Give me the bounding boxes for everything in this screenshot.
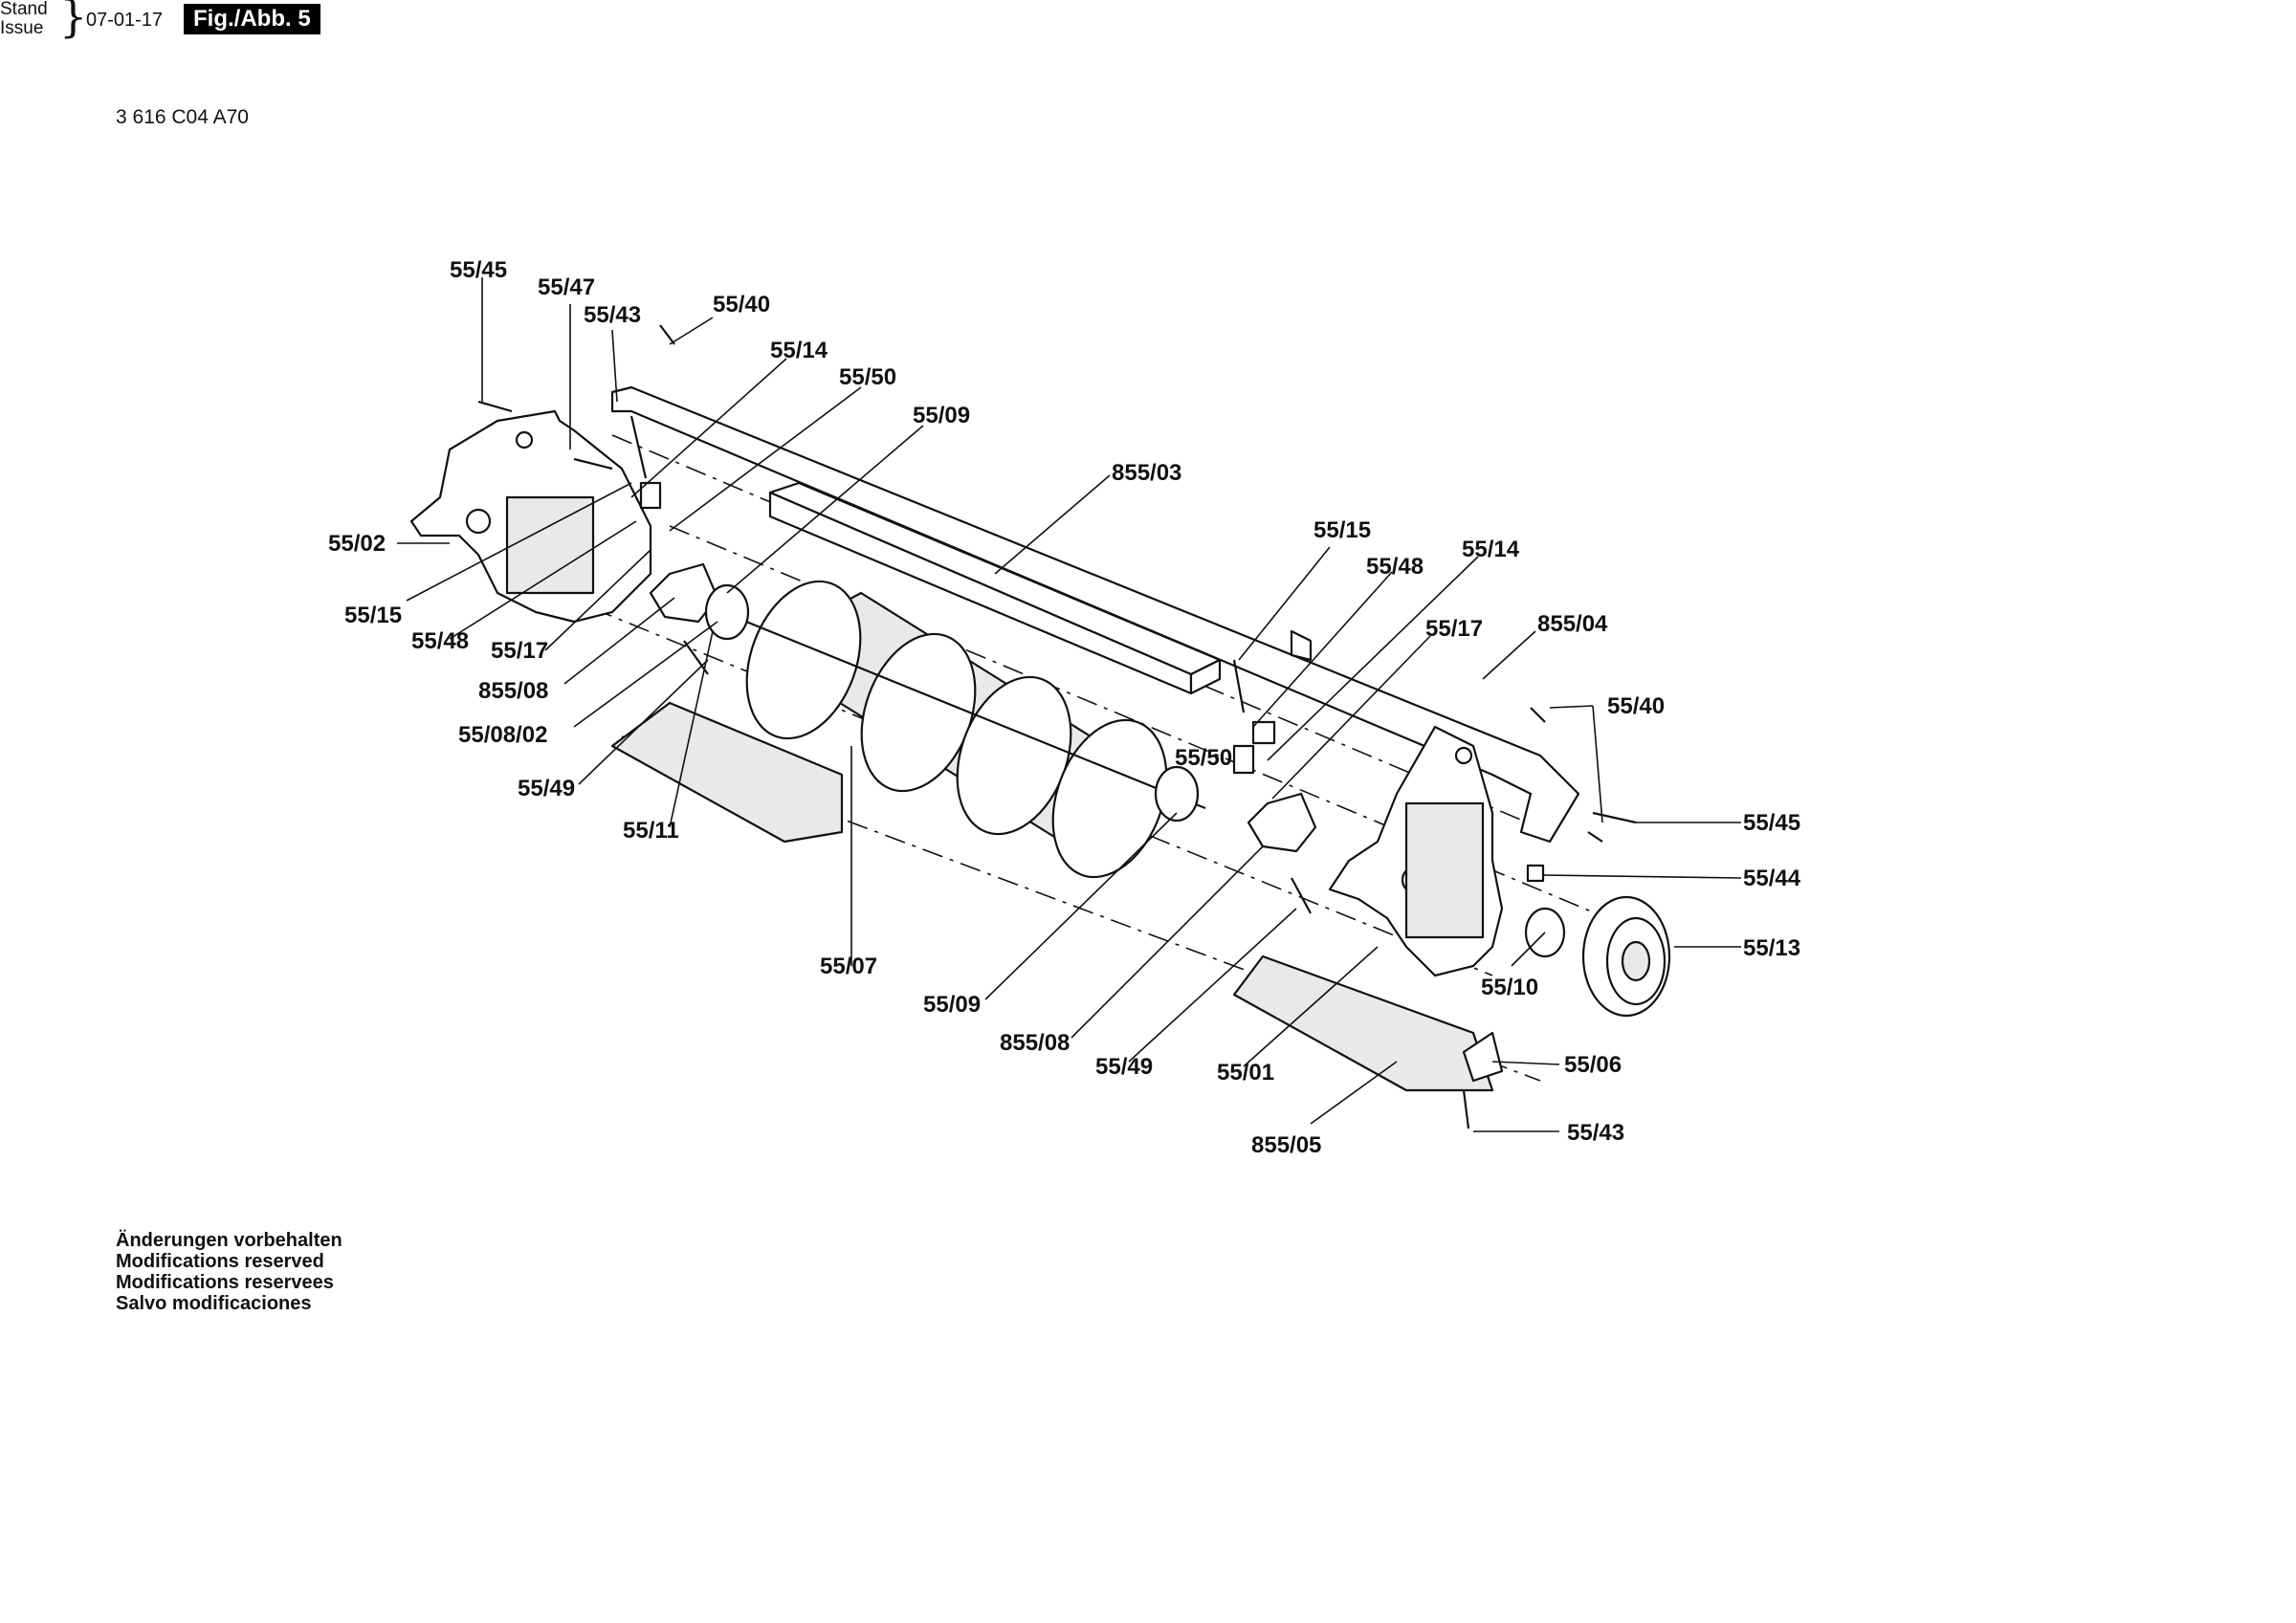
screws: [477, 324, 1637, 1130]
callout-label: 855/05: [1251, 1132, 1321, 1158]
note-spanish: Salvo modificaciones: [116, 1293, 312, 1314]
brace-glyph: }: [59, 0, 88, 42]
callout-label: 55/44: [1743, 866, 1801, 891]
right-side-plate: [1328, 725, 1504, 977]
callout-label: 55/06: [1564, 1052, 1622, 1078]
callout-label: 55/07: [820, 954, 877, 979]
callout-label: 55/15: [1314, 517, 1371, 543]
note-english: Modifications reserved: [116, 1251, 324, 1272]
callout-label: 55/15: [344, 603, 402, 628]
callout-label: 55/13: [1743, 935, 1800, 961]
modification-notes: Änderungen vorbehalten Modifications res…: [116, 1230, 342, 1314]
bottom-bar-left: [610, 701, 844, 844]
callout-label: 55/11: [623, 818, 679, 844]
drive-wheel: [1581, 895, 1671, 1018]
callout-label: 855/03: [1112, 460, 1181, 486]
top-cross-bar: [768, 481, 1222, 695]
callout-label: 55/09: [923, 992, 981, 1018]
callout-label: 55/17: [491, 638, 548, 664]
callout-labels: 55/45 55/47 55/43 55/40 55/14 55/50 55/0…: [328, 257, 1801, 1158]
callout-label: 55/14: [770, 338, 828, 363]
callout-label: 55/17: [1425, 616, 1483, 642]
callout-label: 55/45: [1743, 810, 1800, 836]
callout-label: 55/50: [839, 364, 896, 390]
note-german: Änderungen vorbehalten: [116, 1230, 342, 1251]
issue-date: 07-01-17: [86, 10, 164, 31]
figure-badge: Fig./Abb. 5: [184, 4, 320, 34]
callout-label: 55/48: [1366, 554, 1424, 580]
stand-label: Stand: [0, 0, 48, 19]
callout-label: 55/49: [1095, 1054, 1153, 1080]
callout-label: 855/08: [1000, 1030, 1070, 1056]
callout-label: 55/47: [538, 274, 595, 300]
callout-label: 55/02: [328, 531, 386, 557]
callout-label: 55/43: [584, 302, 641, 328]
callout-label: 55/40: [1607, 693, 1665, 719]
bottom-blade: [1232, 954, 1504, 1092]
callout-label: 55/45: [450, 257, 507, 283]
callout-label: 55/49: [518, 776, 575, 801]
callout-label: 55/09: [913, 403, 970, 428]
issue-label: Issue: [0, 18, 44, 38]
callout-label: 855/08: [478, 678, 548, 704]
callout-label: 55/10: [1481, 975, 1538, 1000]
callout-label: 55/40: [713, 292, 770, 318]
issue-block: Stand Issue } 07-01-17 Fig./Abb. 5: [0, 0, 402, 46]
callout-label: 55/48: [411, 628, 469, 654]
callout-label: 55/50: [1175, 745, 1232, 771]
document-number: 3 616 C04 A70: [116, 106, 249, 128]
callout-label: 55/43: [1567, 1120, 1624, 1146]
small-parts: [639, 481, 1566, 958]
leader-lines: [397, 277, 1742, 1132]
callout-label: 855/04: [1537, 611, 1608, 637]
callout-label: 55/14: [1462, 537, 1520, 562]
callout-label: 55/08/02: [458, 722, 547, 748]
callout-label: 55/01: [1217, 1060, 1274, 1086]
note-french: Modifications reservees: [116, 1272, 334, 1293]
top-back-rail: [610, 385, 1580, 844]
left-side-plate: [409, 409, 652, 624]
cutting-reel: [745, 580, 1206, 879]
